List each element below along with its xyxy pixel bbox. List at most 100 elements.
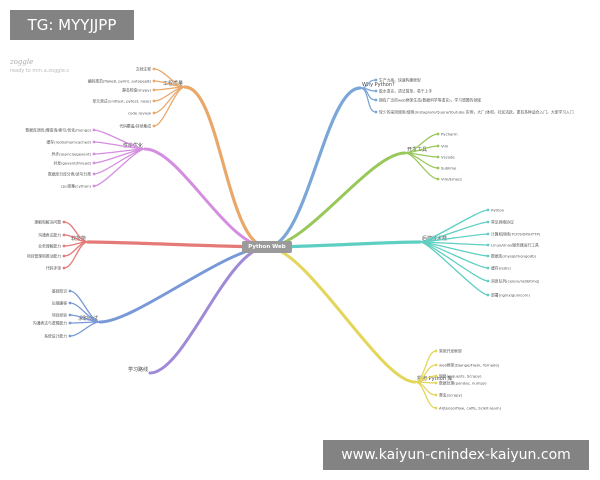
item-dot-engineering-0: [152, 67, 156, 71]
item-label-tools-3[interactable]: Sublime: [441, 166, 457, 171]
item-dot-backend-4: [486, 254, 490, 258]
branch-label-interview[interactable]: 求职面试: [78, 315, 98, 322]
branch-backend: 后端技术栈Python常见网络协议计算机网络(TCP/UDP/HTTP)Linu…: [265, 208, 541, 298]
item-label-frameworks-4[interactable]: 爬虫(scrapy): [439, 393, 463, 398]
website-url-overlay: www.kaiyun-cnindex-kaiyun.com: [323, 440, 589, 470]
item-label-skills-3[interactable]: 项目管理和推动能力: [27, 254, 61, 259]
item-dot-engineering-5: [152, 124, 156, 128]
item-dot-frameworks-0: [434, 349, 438, 353]
item-label-engineering-5[interactable]: 代码覆盖/持续集成: [119, 124, 151, 129]
item-label-tools-2[interactable]: Vscode: [441, 155, 455, 160]
item-label-frameworks-5[interactable]: AI(tensorflow, caffe, Scikit-learn): [439, 406, 502, 411]
branch-label-engineering[interactable]: 工程质量: [163, 80, 183, 87]
item-label-interview-3[interactable]: 沟通表达与逻辑能力: [33, 321, 67, 326]
item-dot-backend-3: [486, 243, 490, 247]
item-connector-performance-5: [93, 148, 146, 187]
branch-why: Why Python?生产力高，快速构建原型胶水语言，语法简单，易于上手拥有广泛…: [265, 78, 574, 249]
item-dot-performance-3: [92, 161, 96, 165]
branch-connector-skills: [86, 240, 269, 249]
branch-label-why[interactable]: Why Python?: [362, 82, 395, 88]
item-connector-why-3: [359, 87, 377, 113]
item-label-skills-1[interactable]: 沟通表达能力: [38, 233, 61, 238]
zoggle-subtitle: ready to mm.a.zoggle.c: [10, 68, 70, 74]
item-label-backend-5[interactable]: 缓存(redis): [491, 266, 511, 271]
item-label-interview-1[interactable]: 后端编程: [52, 301, 67, 306]
item-label-backend-4[interactable]: 数据库(mysql/mongodb): [491, 254, 537, 259]
item-label-why-0[interactable]: 生产力高，快速构建原型: [379, 78, 421, 83]
item-label-skills-4[interactable]: 代码评审: [46, 266, 61, 271]
telegram-tag-overlay: TG: MYYJJPP: [10, 10, 134, 40]
item-label-engineering-4[interactable]: code review: [128, 111, 151, 116]
item-dot-interview-3: [68, 321, 72, 325]
branch-connector-engineering: [183, 85, 269, 249]
item-dot-frameworks-1: [434, 363, 438, 367]
item-label-why-1[interactable]: 胶水语言，语法简单，易于上手: [379, 89, 432, 94]
item-connector-frameworks-4: [414, 381, 437, 396]
branch-learning: 学习路线: [128, 245, 269, 375]
item-connector-tools-4: [404, 152, 439, 180]
item-label-backend-2[interactable]: 计算机网络(TCP/UDP/HTTP): [491, 232, 541, 237]
branch-label-tools[interactable]: 开发工具: [407, 146, 427, 153]
item-label-tools-0[interactable]: Pycharm: [441, 132, 458, 137]
item-label-engineering-3[interactable]: 单元测试(unittest, pytest, nose): [92, 99, 151, 104]
item-label-interview-2[interactable]: 项目经验: [52, 313, 67, 318]
item-label-frameworks-0[interactable]: 常用开发框架: [439, 349, 462, 354]
branch-connector-frameworks: [265, 245, 417, 384]
item-dot-skills-0: [62, 220, 66, 224]
item-label-why-3[interactable]: 较少的采用使用/使用(Instagram/Quora/Youtube 实例，大厂…: [379, 110, 574, 115]
item-connector-backend-7: [419, 241, 489, 296]
branch-label-skills[interactable]: 软技能: [71, 235, 86, 242]
item-dot-tools-0: [436, 132, 440, 136]
item-dot-interview-2: [68, 313, 72, 317]
item-label-skills-2[interactable]: 业务理解能力: [38, 244, 61, 249]
item-label-backend-0[interactable]: Python: [491, 208, 505, 213]
item-label-skills-0[interactable]: 理解和解决问题: [34, 220, 61, 225]
branch-frameworks: 常用 Python 库 常用开发框架 web框架(Django/Flask, Tor…: [265, 245, 502, 411]
item-dot-skills-4: [62, 266, 66, 270]
item-dot-performance-5: [92, 184, 96, 188]
item-connector-skills-4: [63, 241, 89, 269]
branches-layer: Why Python?生产力高，快速构建原型胶水语言，语法简单，易于上手拥有广泛…: [25, 67, 573, 411]
item-label-performance-3[interactable]: 并发(gevent/thread): [53, 161, 91, 166]
item-label-tools-4[interactable]: Vim/Emacs: [441, 177, 462, 182]
item-label-backend-7[interactable]: 部署(nginx/gunicorn): [491, 293, 530, 298]
item-dot-why-1: [374, 89, 378, 93]
item-label-backend-1[interactable]: 常见网络协议: [491, 220, 514, 225]
item-dot-backend-0: [486, 208, 490, 212]
branch-connector-interview: [98, 245, 269, 324]
item-label-why-2[interactable]: 拥有广泛的web框架生态(数据科学等语言)，学习想要的领域: [379, 98, 481, 103]
item-label-performance-4[interactable]: 数据库分库分表/读写分离: [48, 172, 91, 177]
item-label-engineering-0[interactable]: 文档注释: [136, 67, 151, 72]
branch-label-frameworks[interactable]: 常用 Python 库: [417, 375, 453, 382]
item-dot-tools-4: [436, 177, 440, 181]
item-dot-frameworks-5: [434, 406, 438, 410]
item-label-engineering-1[interactable]: 编码规范(flake8, pylint, autopep8): [88, 79, 152, 84]
item-label-performance-2[interactable]: 异步(asyncio/gevent): [52, 152, 92, 157]
item-dot-frameworks-3: [434, 381, 438, 385]
item-label-frameworks-1[interactable]: web框架(Django/Flask, Tornado): [439, 363, 500, 368]
item-dot-tools-3: [436, 166, 440, 170]
center-topic[interactable]: Python Web 2020: [242, 241, 292, 262]
item-label-frameworks-2[interactable]: 网络(requests, Scrapy): [439, 374, 482, 379]
item-label-frameworks-3[interactable]: 数据处理(pandas, numpy): [439, 381, 487, 386]
item-label-tools-1[interactable]: Vim: [441, 144, 449, 149]
item-connector-interview-4: [69, 321, 101, 337]
item-label-engineering-2[interactable]: 静态检查(mypy): [122, 88, 151, 93]
item-label-backend-3[interactable]: Linux/Unix/服务器运行工具: [491, 243, 539, 248]
item-label-interview-4[interactable]: 系统设计能力: [44, 334, 67, 339]
item-dot-skills-1: [62, 233, 66, 237]
item-label-backend-6[interactable]: 消息队列(celery/rabbitmq): [491, 279, 540, 284]
item-label-performance-1[interactable]: 缓存(redis/memcached): [47, 140, 92, 145]
branch-label-learning[interactable]: 学习路线: [128, 366, 148, 373]
item-label-performance-0[interactable]: 数据库调优(慢查询/索引/优化/mongo): [25, 128, 91, 133]
item-label-performance-5[interactable]: cpu密集(cython): [61, 184, 92, 189]
item-dot-backend-7: [486, 293, 490, 297]
item-dot-performance-1: [92, 140, 96, 144]
item-connector-engineering-5: [153, 86, 186, 127]
item-dot-interview-0: [68, 289, 72, 293]
item-label-interview-0[interactable]: 基础知识: [52, 289, 67, 294]
